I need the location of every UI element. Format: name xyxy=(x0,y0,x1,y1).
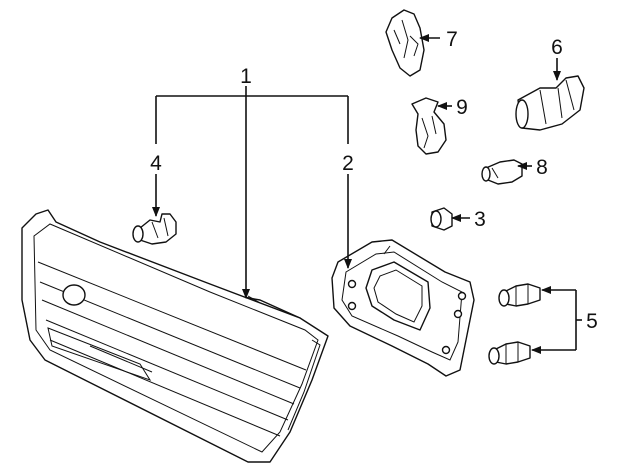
callout-4: 4 xyxy=(150,152,162,175)
callout-1: 1 xyxy=(240,65,252,88)
callout-7: 7 xyxy=(446,28,458,51)
callout-5: 5 xyxy=(586,310,598,333)
tail-lamp-housing-part xyxy=(21,209,329,463)
callout-8: 8 xyxy=(536,156,548,179)
bulbs-part-5 xyxy=(488,283,541,365)
connector-part-7 xyxy=(385,9,425,77)
callout-9: 9 xyxy=(456,96,468,119)
plug-part-3 xyxy=(430,207,453,231)
leader-lines xyxy=(152,34,582,354)
callout-labels: 1 2 3 4 5 6 7 8 9 xyxy=(150,28,598,333)
bulb-part-8 xyxy=(481,159,523,185)
socket-part-4 xyxy=(132,213,177,245)
callout-3: 3 xyxy=(474,208,486,231)
socket-base-part xyxy=(331,239,475,377)
bulb-part-9 xyxy=(411,97,447,155)
socket-part-6 xyxy=(515,75,585,131)
callout-2: 2 xyxy=(342,152,354,175)
callout-6: 6 xyxy=(551,36,563,59)
